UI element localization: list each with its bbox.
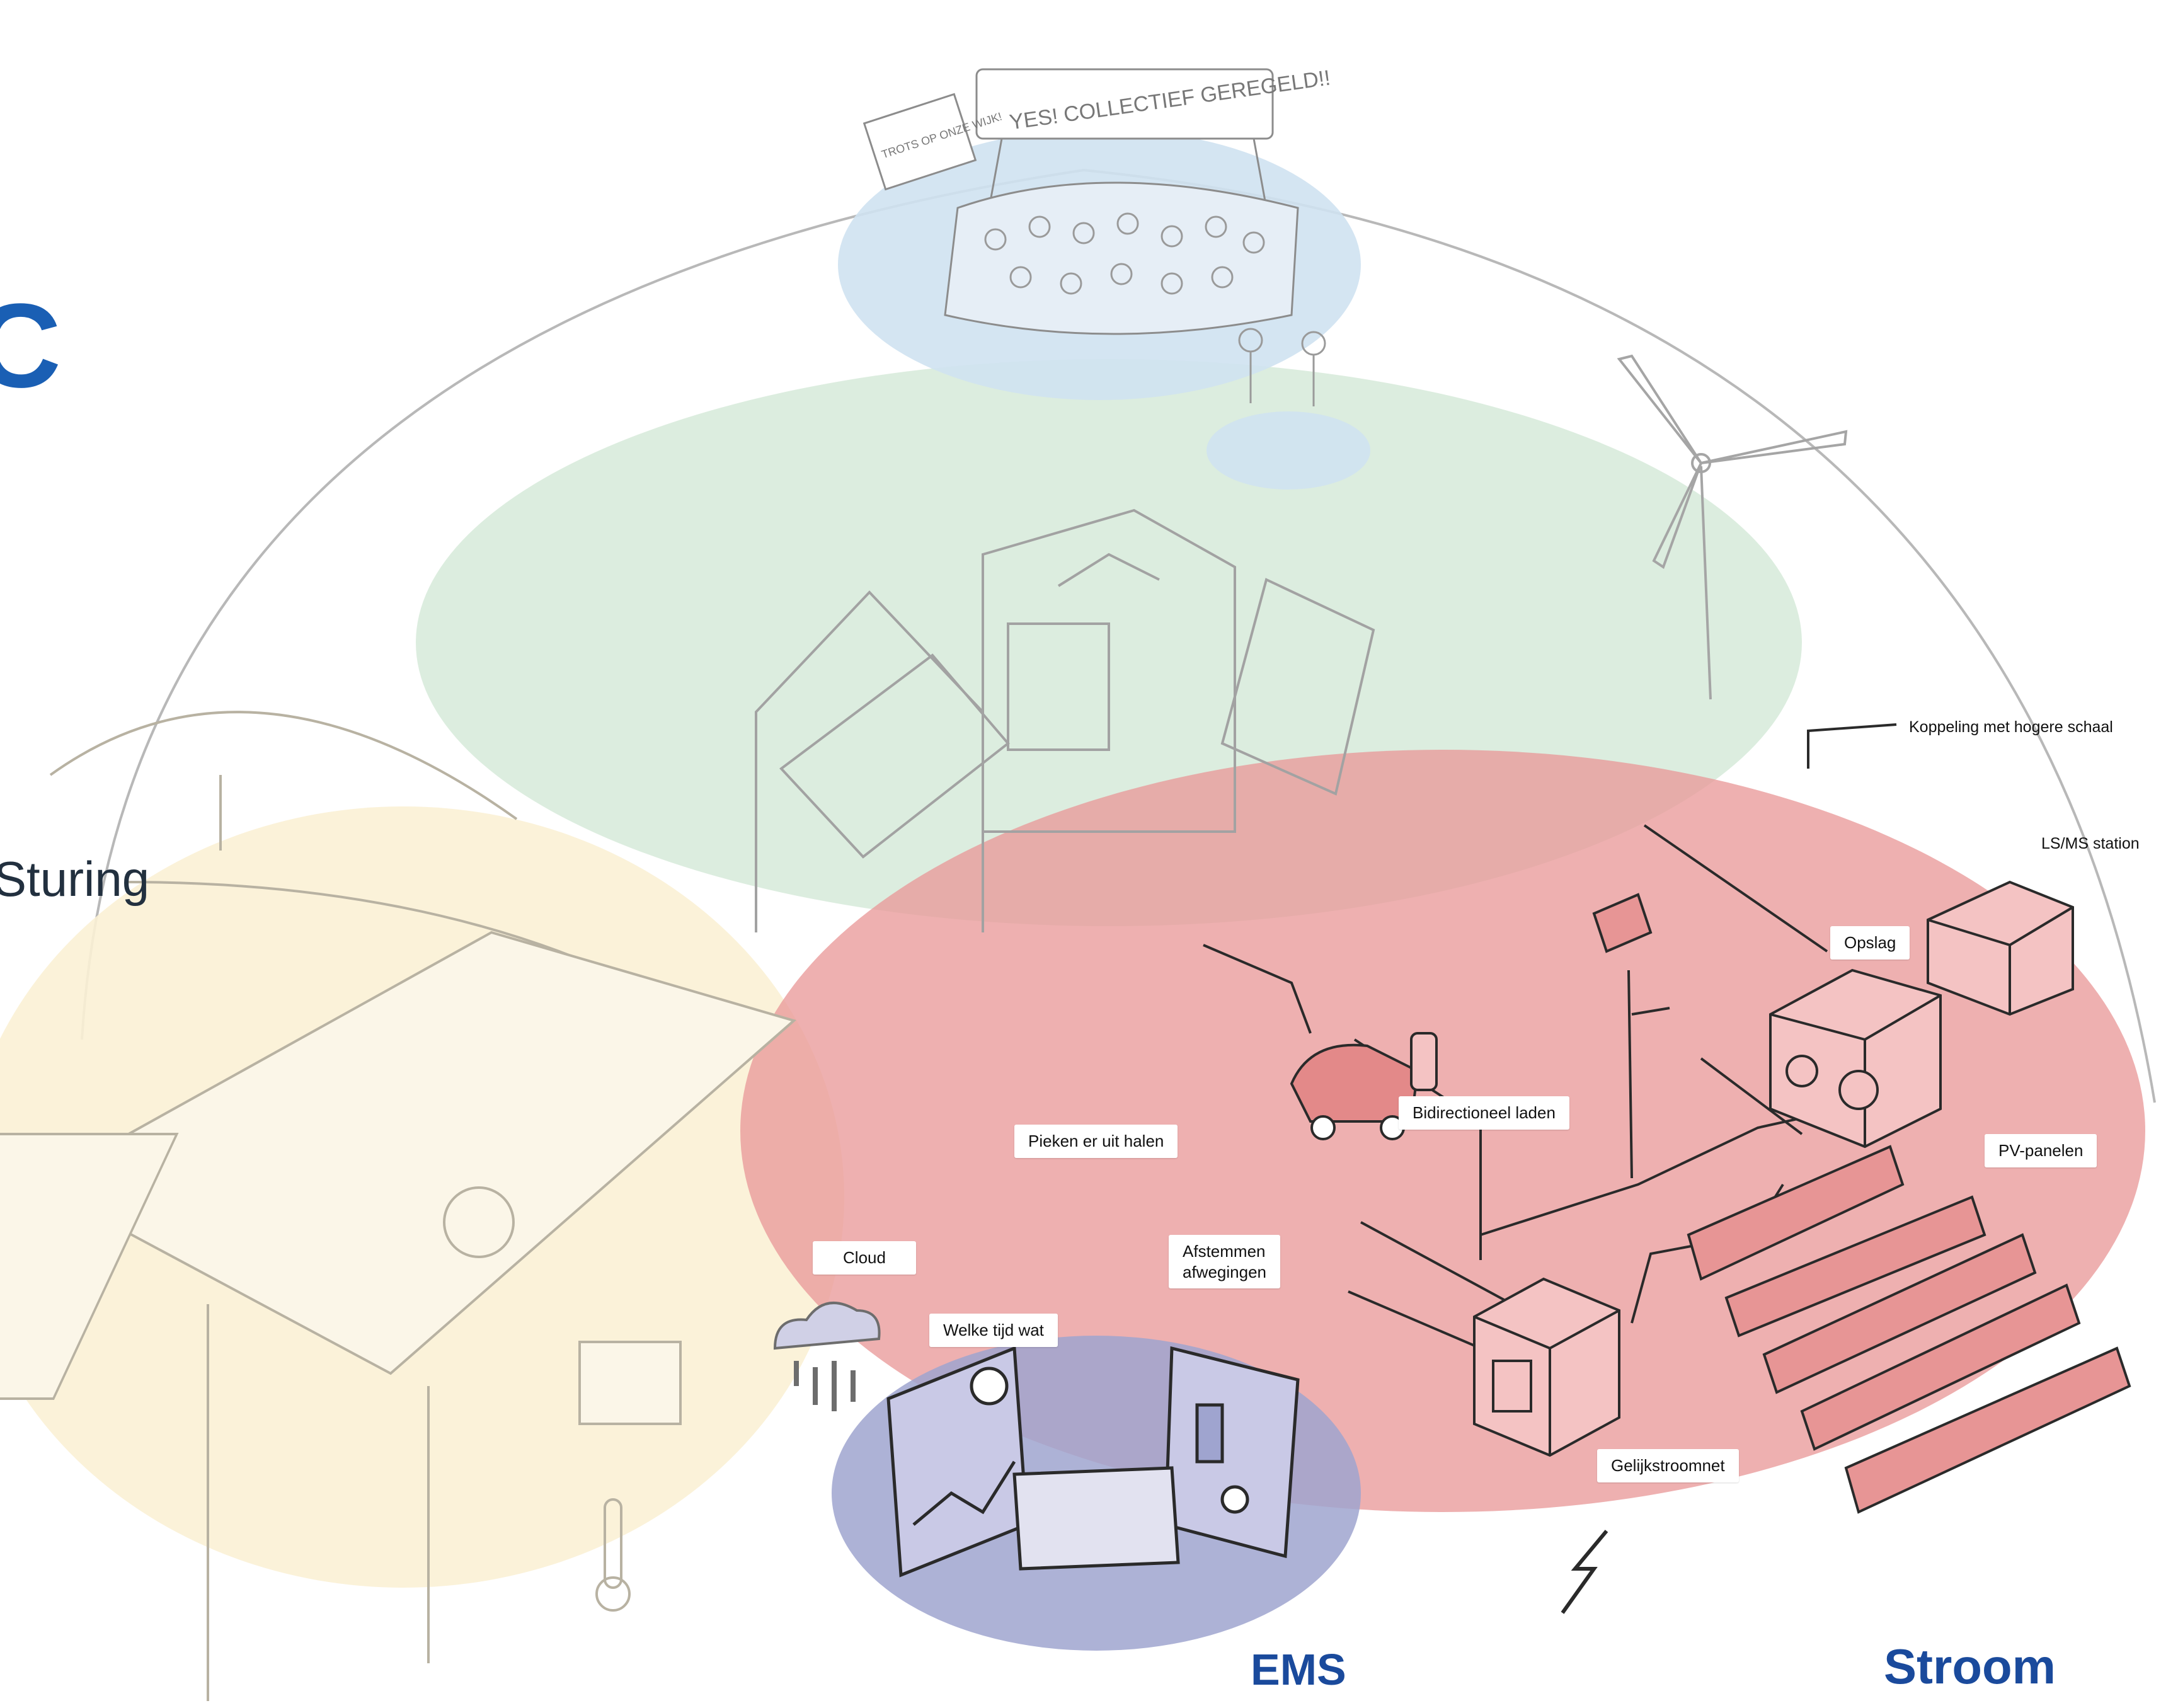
energy-zone [740,750,2145,1512]
label-lsms: LS/MS station [2041,835,2140,852]
title-ems: EMS [1251,1645,1346,1694]
label-pv: PV-panelen [1985,1134,2097,1167]
electric-car [1290,1032,1438,1140]
community-pair-zone [1207,411,1370,490]
label-gelijkstroom: Gelijkstroomnet [1597,1449,1739,1482]
storage-unit [1769,968,1942,1149]
label-opslag: Opslag [1830,926,1910,960]
crowd-sketch [863,68,1326,406]
control-room [886,1346,1300,1578]
label-pieken: Pieken er uit halen [1014,1125,1178,1158]
label-cloud: Cloud [813,1241,916,1275]
houses-sketch [755,508,1375,932]
solar-street-lamp [1592,893,1670,1179]
label-koppeling: Koppeling met hogere schaal [1909,718,2113,736]
pv-panels [1687,1145,2131,1514]
mobility-sketch [0,711,797,1701]
lsms-station [1927,880,2074,1016]
edge-letter: C [0,279,62,413]
sturing-text: Sturing [0,851,150,907]
lightning-icon [1561,1530,1608,1614]
label-bidirectioneel: Bidirectioneel laden [1399,1096,1569,1130]
title-stroom: Stroom [1884,1639,2056,1694]
cloud-sketch [773,1302,881,1411]
wind-turbine [1617,354,1848,700]
label-welke-tijd: Welke tijd wat [929,1314,1058,1347]
label-afstemmen: Afstemmen afwegingen [1169,1235,1280,1288]
inverter-box [1473,1277,1620,1457]
